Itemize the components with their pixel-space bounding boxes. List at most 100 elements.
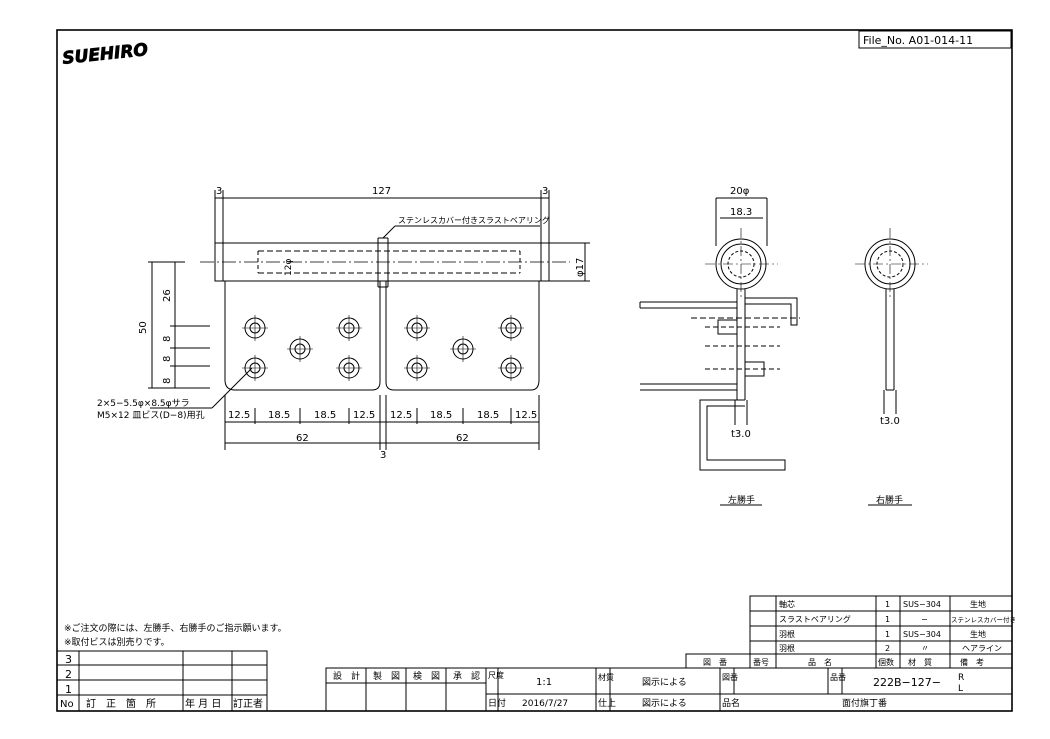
dim-right-offset: 3 <box>542 186 548 197</box>
suehiro-logo: SUEHIRO <box>61 40 149 70</box>
order-note: ※ご注文の際には、左勝手、右勝手のご指示願います。 <box>64 622 287 634</box>
approval-labels: 設 計 製 図 検 図 承 認 <box>333 670 480 682</box>
pitch-c: 8 <box>162 378 173 384</box>
parts-list-grid <box>685 595 1013 669</box>
part-remark: 生地 <box>970 629 986 639</box>
part-name: スラストベアリング <box>779 614 851 624</box>
pin-dia: 12φ <box>284 259 294 276</box>
hole-spacing: 12.5 <box>228 410 250 421</box>
part-remark: 生地 <box>970 599 986 609</box>
file-no: File_No. A01-014-11 <box>863 34 973 47</box>
approval-drafting: 製 図 <box>373 670 400 682</box>
hole-note-1: 2×5−5.5φ×8.5φサラ <box>97 398 190 409</box>
side-view-right <box>855 228 928 506</box>
parts-header-drawing: 図 番 <box>703 657 727 667</box>
finish-value: 図示による <box>642 698 687 709</box>
parts-header-name: 品 名 <box>808 657 832 667</box>
file-no-box <box>858 30 1012 49</box>
outer-dia: 20φ <box>730 186 750 197</box>
center-gap: 3 <box>380 450 386 461</box>
leaf-width-left: 62 <box>296 433 309 444</box>
revision-rows: 3 2 1 <box>65 653 72 696</box>
dim-total-length: 127 <box>372 186 391 197</box>
hole <box>287 336 313 362</box>
hole <box>336 315 362 341</box>
parts-header-remark: 備 考 <box>960 657 984 667</box>
front-view <box>148 190 590 450</box>
dim-left-offset: 3 <box>216 186 222 197</box>
revision-header-change: 訂 正 箇 所 <box>86 697 156 710</box>
right-hand-label: 右勝手 <box>876 494 903 506</box>
parts-header-number: 番号 <box>753 657 769 667</box>
parts-header-qty: 個数 <box>878 657 894 667</box>
title-block <box>485 667 1013 712</box>
hole-spacing: 18.5 <box>314 410 336 421</box>
hole <box>404 315 430 341</box>
hole-spacing: 12.5 <box>353 410 375 421</box>
part-no-suffix-r: R <box>958 673 964 683</box>
date-label: 日付 <box>488 698 506 709</box>
approval-approve: 承 認 <box>453 670 480 682</box>
part-name: 羽根 <box>779 643 795 653</box>
table-row: 軸芯 1 SUS−304 生地 <box>779 599 986 609</box>
part-qty: 1 <box>885 630 890 639</box>
revision-header-date: 年 月 日 <box>185 697 221 710</box>
part-remark: ステンレスカバー付き <box>951 615 1016 624</box>
part-no-value: 222B−127− <box>873 676 941 689</box>
pitch-a: 8 <box>162 336 173 342</box>
height-upper: 26 <box>162 289 173 302</box>
hole <box>336 355 362 381</box>
hole-spacing: 18.5 <box>268 410 290 421</box>
title-block-text: 尺度 1:1 材質 図示による 図番 品番 222B−127− R L 日付 2… <box>488 670 964 709</box>
revision-table <box>56 650 268 712</box>
scale-value: 1:1 <box>536 677 552 688</box>
part-name: 羽根 <box>779 629 795 639</box>
revision-row-no: 1 <box>65 683 72 696</box>
table-row: 羽根 1 SUS−304 生地 <box>779 629 986 639</box>
part-remark: ヘアライン <box>962 644 1002 653</box>
hole-spacing: 12.5 <box>390 410 412 421</box>
name-label: 品名 <box>722 697 740 709</box>
table-row: スラストベアリング 1 − ステンレスカバー付き <box>779 614 1016 624</box>
parts-header-material: 材 質 <box>908 657 932 667</box>
part-qty: 1 <box>885 615 890 624</box>
part-qty: 2 <box>885 644 890 653</box>
material-label: 材質 <box>598 672 614 682</box>
hole <box>242 315 268 341</box>
hole <box>498 315 524 341</box>
hole-spacing: 18.5 <box>430 410 452 421</box>
revision-header-person: 訂正者 <box>233 697 263 710</box>
parts-list-headers: 図 番 番号 品 名 個数 材 質 備 考 <box>703 657 984 667</box>
finish-label: 仕上 <box>598 697 616 709</box>
parts-list-rows: 軸芯 1 SUS−304 生地 スラストベアリング 1 − ステンレスカバー付き… <box>779 599 1016 653</box>
part-material: SUS−304 <box>903 600 941 609</box>
hole <box>498 355 524 381</box>
logo-text: SUEHIRO <box>61 40 148 69</box>
pitch-b: 8 <box>162 356 173 362</box>
material-value: 図示による <box>642 677 687 688</box>
part-name: 軸芯 <box>779 599 795 609</box>
hole <box>450 336 476 362</box>
hole-spacing: 18.5 <box>477 410 499 421</box>
revision-headers: No 訂 正 箇 所 年 月 日 訂正者 <box>60 697 263 710</box>
revision-row-no: 2 <box>65 668 72 681</box>
height-total: 50 <box>138 321 149 334</box>
hole-spacing: 12.5 <box>515 410 537 421</box>
hole <box>242 355 268 381</box>
leaf-width-right: 62 <box>456 433 469 444</box>
part-qty: 1 <box>885 600 890 609</box>
left-hand-label: 左勝手 <box>728 494 755 506</box>
part-material: SUS−304 <box>903 630 941 639</box>
inner-dia: 18.3 <box>730 207 752 218</box>
hole-note-2: M5×12 皿ビス(D−8)用孔 <box>97 410 205 421</box>
part-material: − <box>921 615 928 624</box>
drawing-no-label: 図番 <box>722 672 738 682</box>
sheet-border <box>56 29 1013 712</box>
hole-spacing-dims: 12.5 18.5 18.5 12.5 12.5 18.5 18.5 12.5 <box>228 410 537 421</box>
approval-check: 検 図 <box>413 670 440 682</box>
right-thickness: t3.0 <box>880 416 900 427</box>
name-value: 面付旗丁番 <box>842 697 887 709</box>
bearing-note: ステンレスカバー付きスラストベアリング <box>398 215 550 225</box>
part-no-suffix-l: L <box>958 684 963 694</box>
